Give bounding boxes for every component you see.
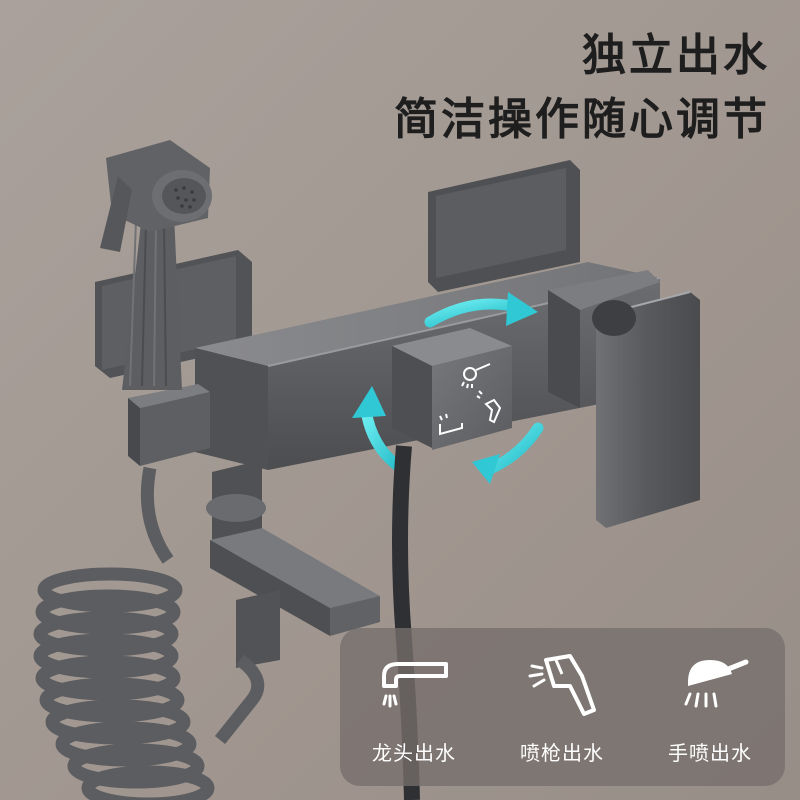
lever-handle bbox=[548, 270, 700, 528]
spout-icon bbox=[439, 413, 463, 436]
legend-item-shower-head: 手喷出水 bbox=[636, 628, 784, 786]
legend-label-sprayer: 喷枪出水 bbox=[520, 741, 604, 765]
shower-head-icon bbox=[684, 659, 749, 708]
arrow-heads bbox=[352, 292, 538, 484]
right-wall-plate bbox=[428, 160, 580, 292]
arrow-top bbox=[424, 298, 518, 328]
legend-label-spout: 龙头出水 bbox=[372, 741, 456, 765]
bath-spout bbox=[206, 460, 380, 668]
hand-sprayer bbox=[100, 140, 212, 390]
mode-legend-panel: 龙头出水 喷枪出水 手喷出水 bbox=[340, 628, 785, 786]
shower-head-icon bbox=[461, 363, 491, 389]
legend-item-sprayer: 喷枪出水 bbox=[488, 628, 636, 786]
headline-title: 独立出水 bbox=[582, 30, 770, 81]
sprayer-icon bbox=[528, 654, 596, 716]
sprayer-holder bbox=[128, 384, 210, 466]
legend-label-shower-head: 手喷出水 bbox=[668, 741, 752, 765]
diverter-dial bbox=[392, 328, 512, 450]
legend-item-spout: 龙头出水 bbox=[340, 628, 488, 786]
coiled-hose bbox=[33, 466, 265, 800]
headline-subtitle: 简洁操作随心调节 bbox=[394, 94, 770, 145]
spout-icon bbox=[382, 662, 448, 708]
sprayer-icon bbox=[476, 390, 502, 424]
